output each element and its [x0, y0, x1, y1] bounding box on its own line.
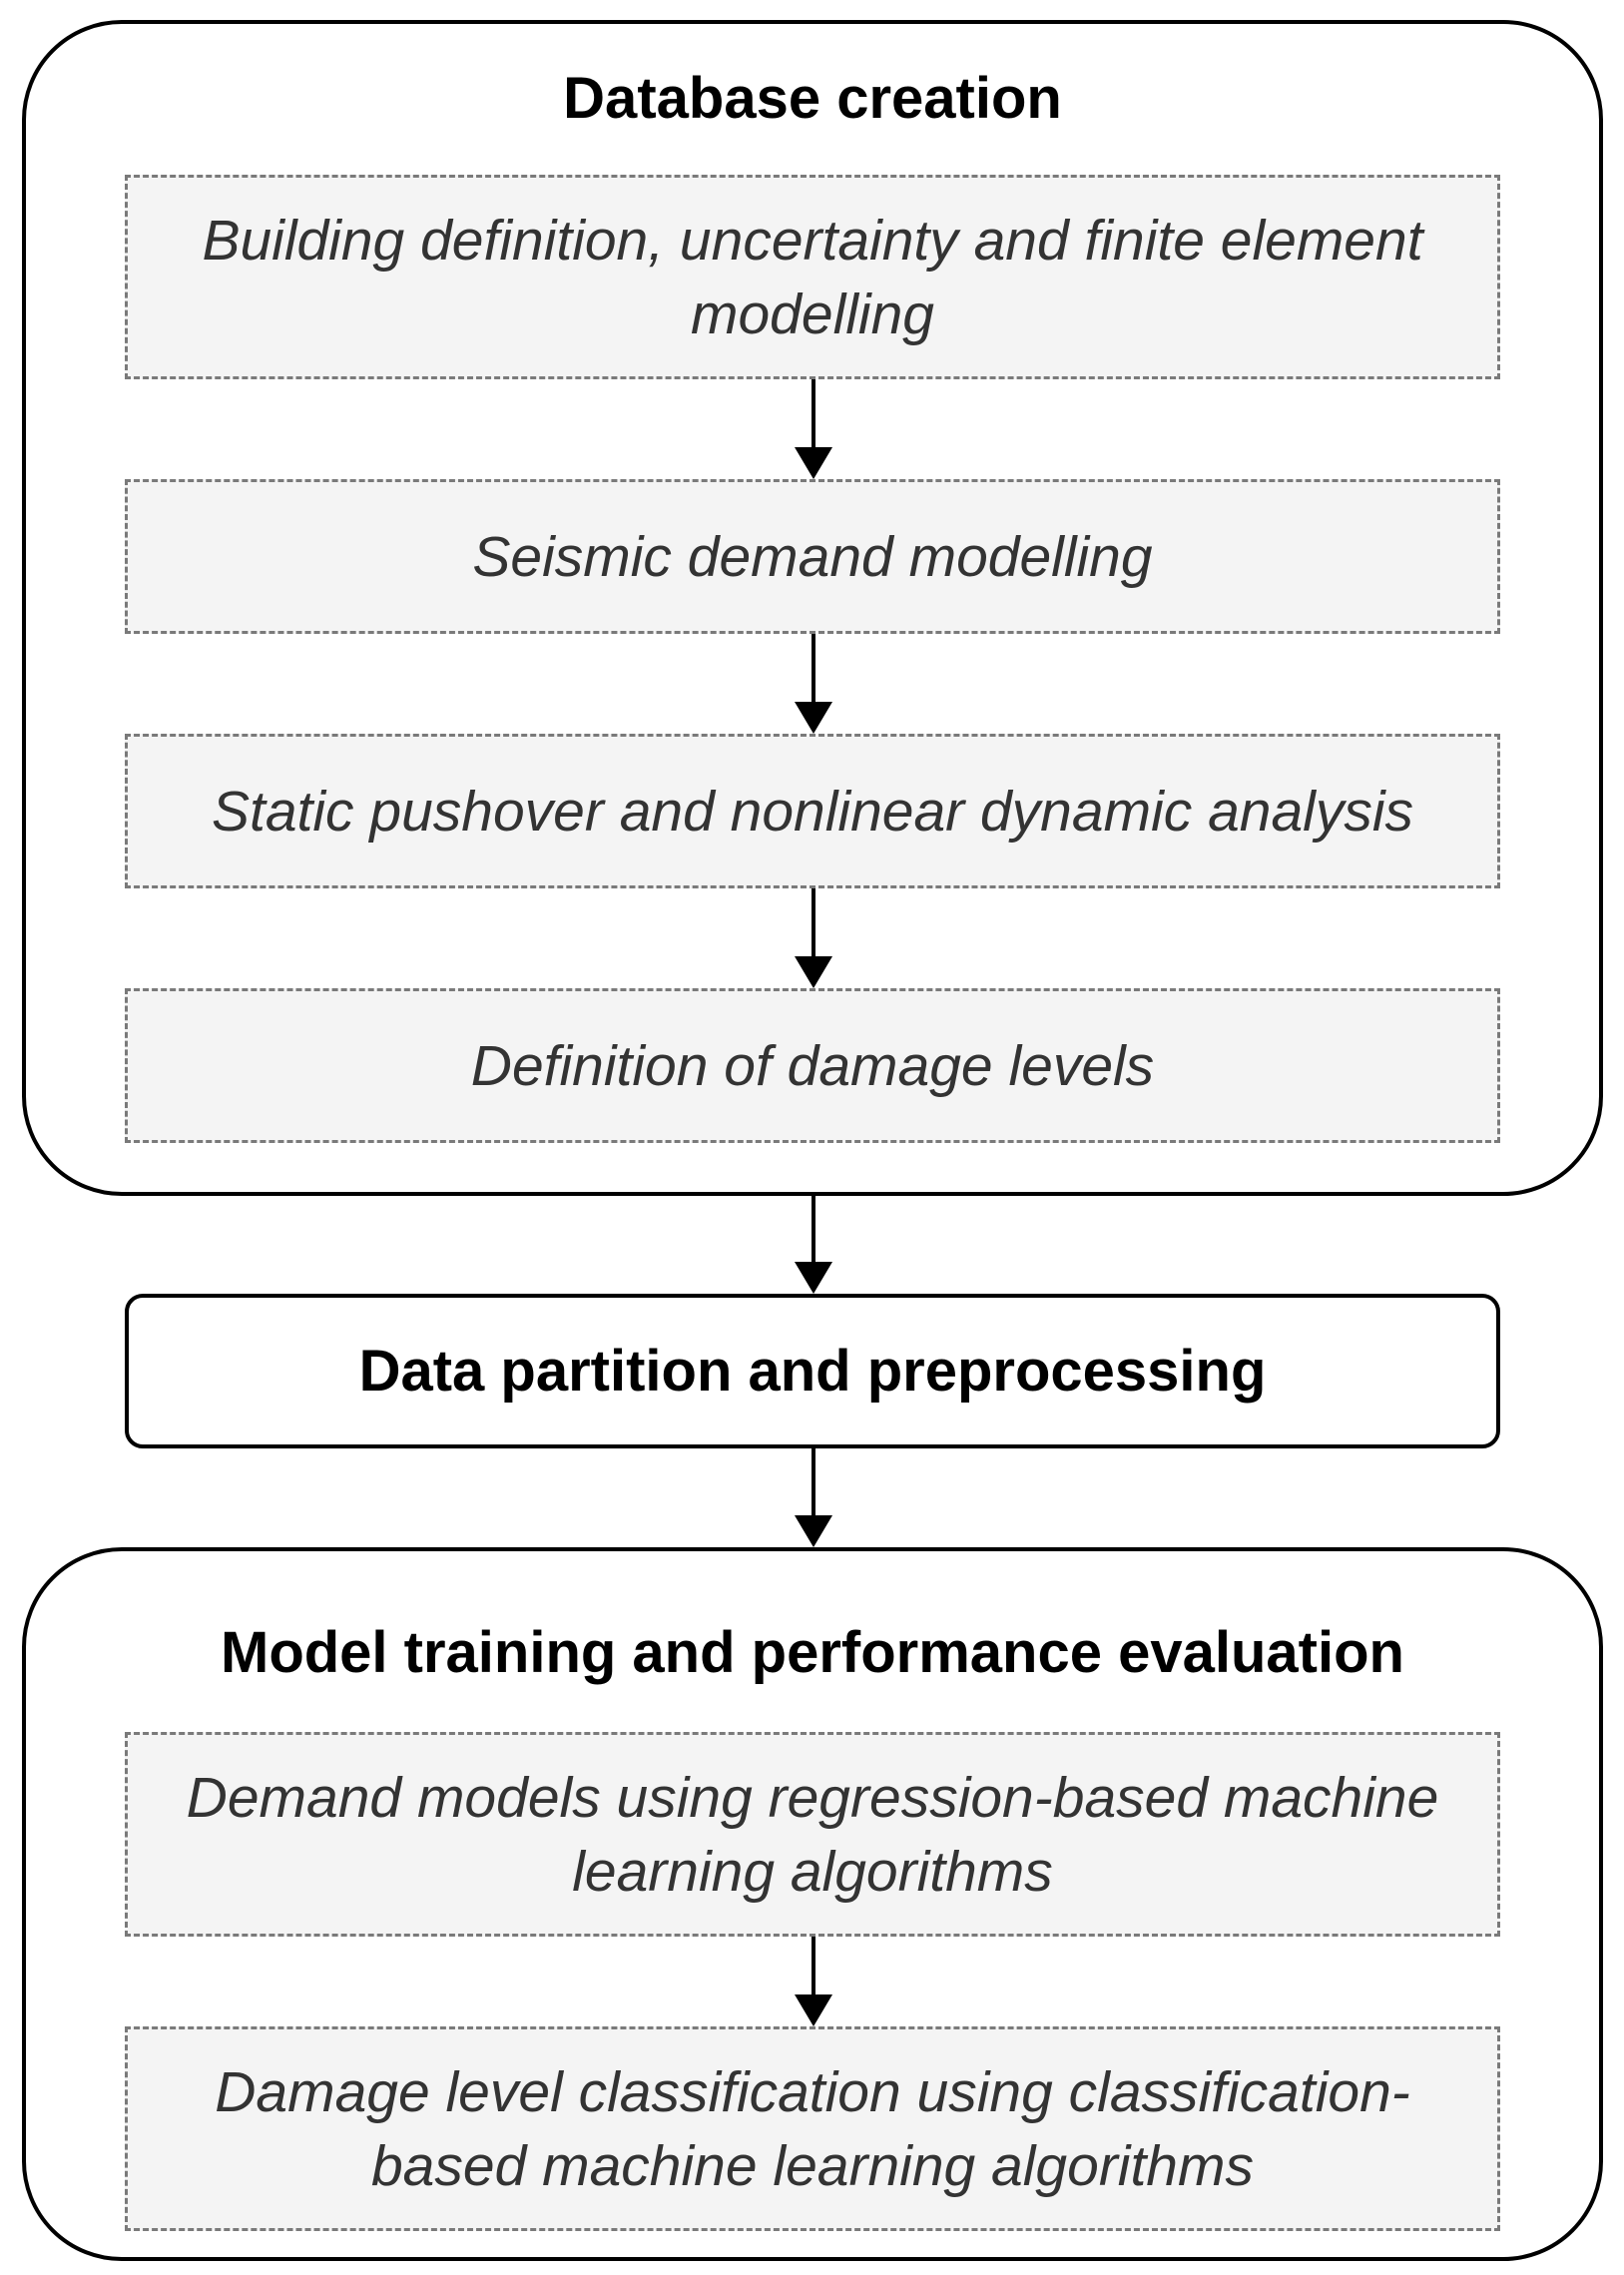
- database-creation-title: Database creation: [563, 66, 1062, 131]
- step-damage-classification: Damage level classification using classi…: [125, 2026, 1500, 2231]
- arrow-partition-to-training: [795, 1448, 832, 1547]
- data-partition-label: Data partition and preprocessing: [358, 1339, 1267, 1404]
- step-damage-classification-label: Damage level classification using classi…: [215, 2059, 1410, 2198]
- step-pushover-analysis-label: Static pushover and nonlinear dynamic an…: [211, 779, 1413, 844]
- arrow-database-to-partition: [795, 1196, 832, 1294]
- step-pushover-analysis: Static pushover and nonlinear dynamic an…: [125, 734, 1500, 888]
- step-demand-models-label: Demand models using regression-based mac…: [186, 1765, 1439, 1904]
- step-seismic-demand: Seismic demand modelling: [125, 479, 1500, 634]
- step-damage-levels: Definition of damage levels: [125, 988, 1500, 1143]
- model-training-title: Model training and performance evaluatio…: [221, 1620, 1404, 1685]
- data-partition-box: Data partition and preprocessing: [125, 1294, 1500, 1448]
- step-building-definition: Building definition, uncertainty and fin…: [125, 175, 1500, 379]
- step-damage-levels-label: Definition of damage levels: [470, 1033, 1155, 1098]
- step-building-definition-label: Building definition, uncertainty and fin…: [202, 208, 1423, 346]
- step-seismic-demand-label: Seismic demand modelling: [472, 524, 1153, 589]
- step-demand-models: Demand models using regression-based mac…: [125, 1732, 1500, 1937]
